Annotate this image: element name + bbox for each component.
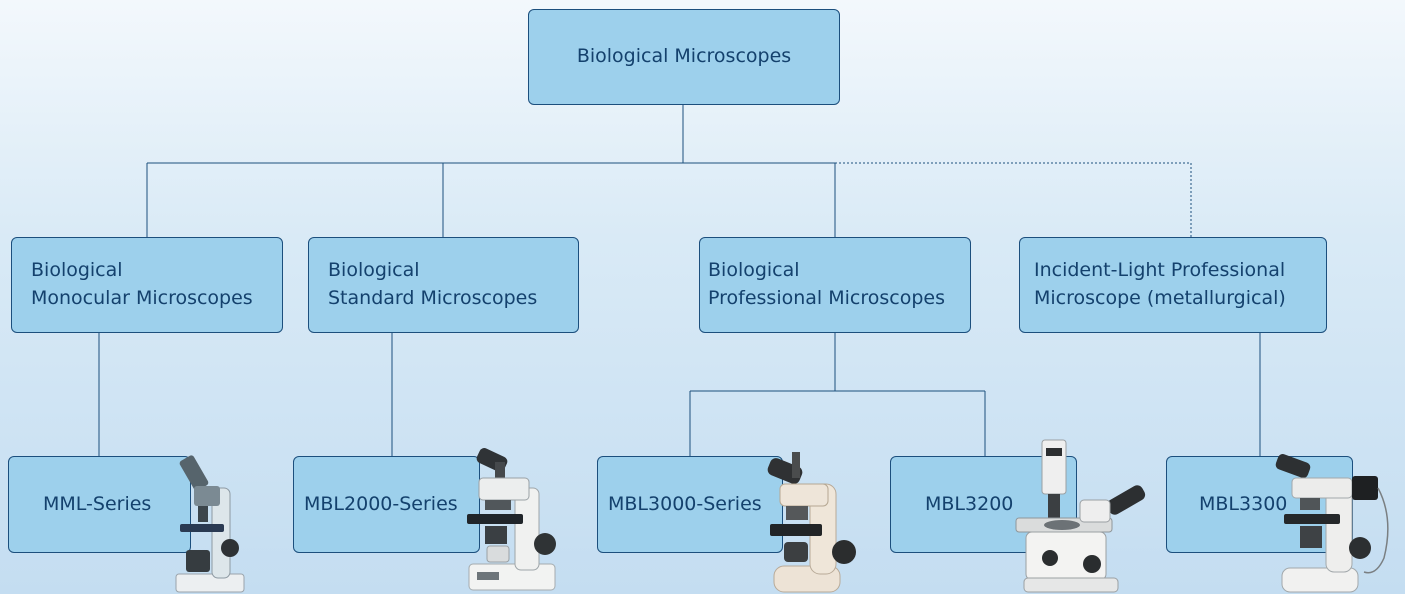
category-label-line2: Monocular Microscopes [31, 285, 253, 313]
metallurgical-microscope-icon [1272, 448, 1402, 594]
inverted-microscope-icon [1010, 438, 1160, 594]
category-label-line1: Biological [328, 257, 537, 285]
product-mbl3000-series[interactable]: MBL3000-Series [597, 456, 783, 553]
product-label: MBL2000-Series [304, 491, 458, 519]
category-label-line2: Microscope (metallurgical) [1034, 285, 1286, 313]
product-label: MBL3000-Series [608, 491, 762, 519]
category-label-line2: Standard Microscopes [328, 285, 537, 313]
product-label: MBL3200 [925, 491, 1013, 519]
trinocular-microscope-icon [762, 448, 858, 594]
product-mml-series[interactable]: MML-Series [8, 456, 191, 553]
category-label-line1: Incident-Light Professional [1034, 257, 1286, 285]
binocular-microscope-icon [455, 448, 565, 594]
monocular-microscope-icon [172, 450, 260, 594]
product-label: MML-Series [43, 491, 151, 519]
category-label-line2: Professional Microscopes [708, 285, 945, 313]
root-node[interactable]: Biological Microscopes [528, 9, 840, 105]
product-mbl2000-series[interactable]: MBL2000-Series [293, 456, 480, 553]
category-label-line1: Biological [31, 257, 253, 285]
root-node-label: Biological Microscopes [577, 43, 791, 71]
category-label-line1: Biological [708, 257, 945, 285]
